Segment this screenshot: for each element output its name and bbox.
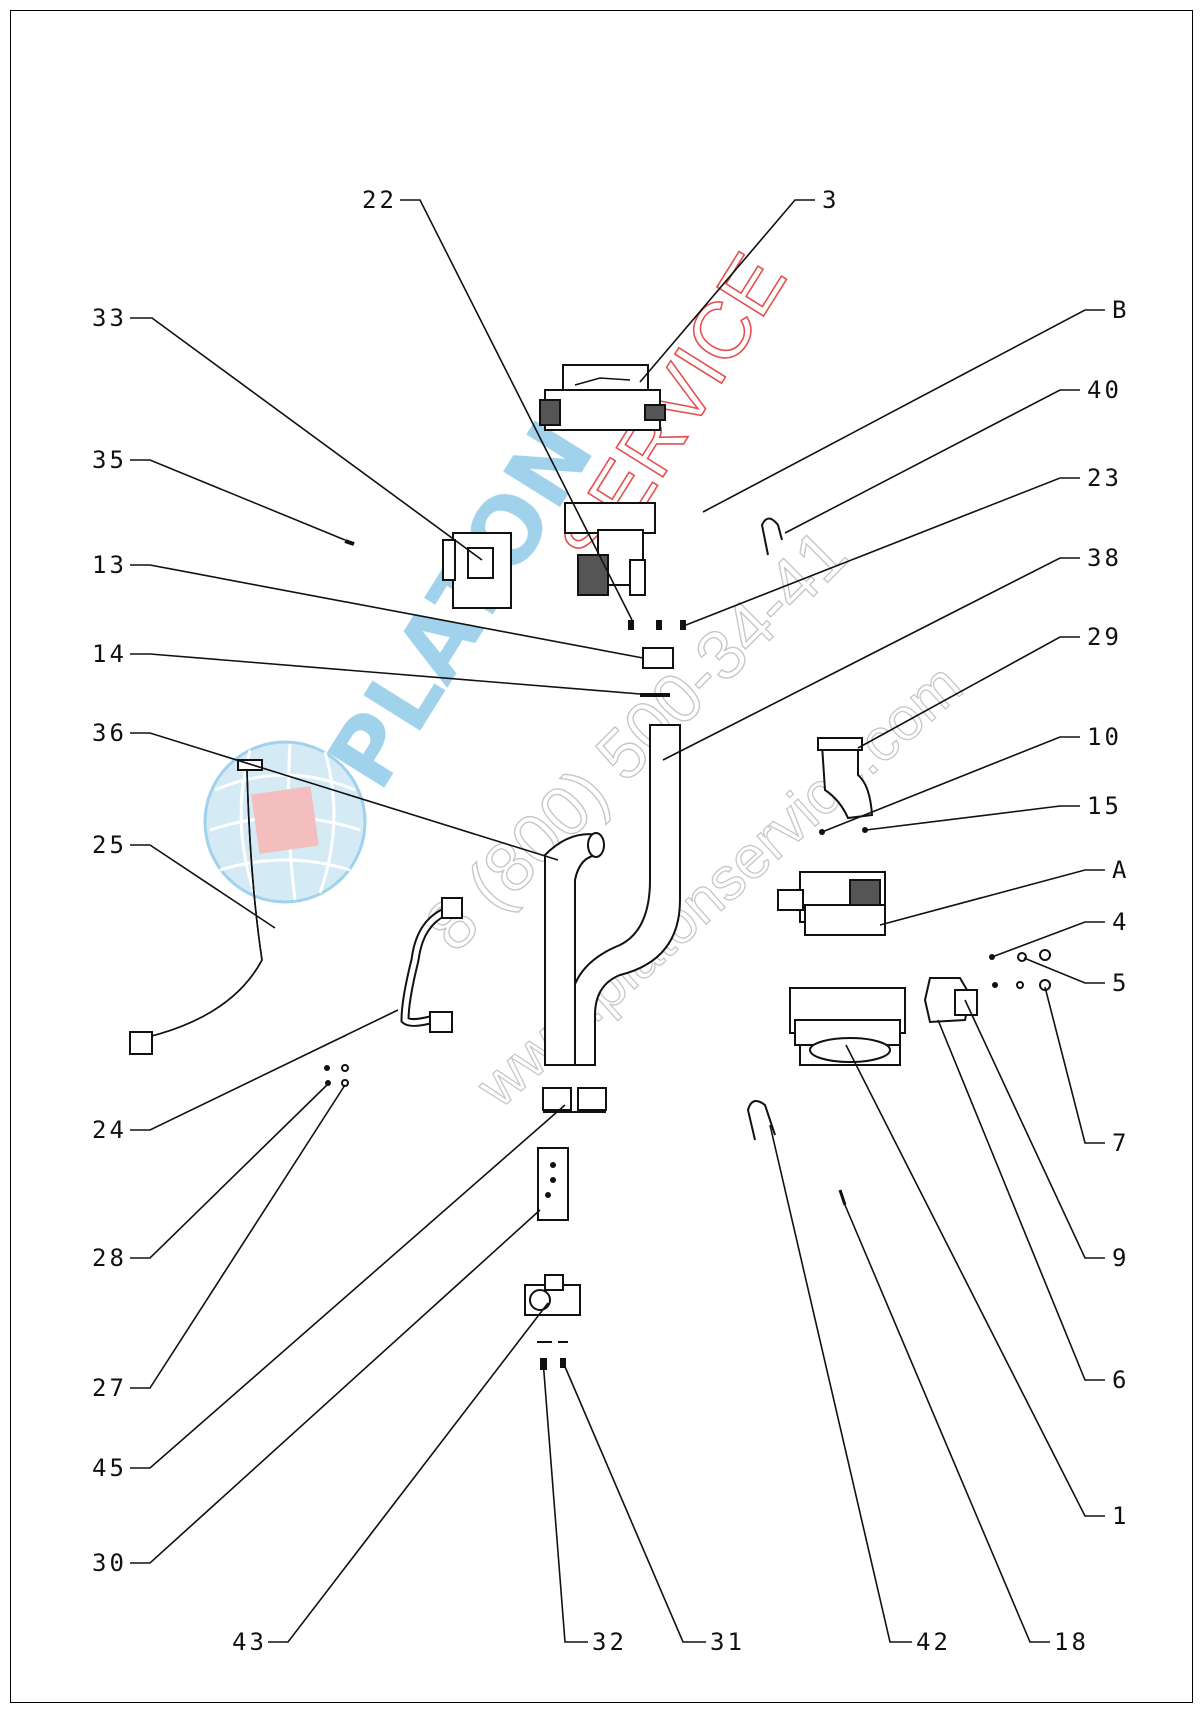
part-43-valve-body bbox=[524, 1274, 581, 1316]
part-24-hose bbox=[400, 897, 463, 1033]
part-33-module bbox=[442, 532, 512, 609]
callout-35: 35 bbox=[92, 446, 346, 541]
callout-28: 28 bbox=[92, 1083, 329, 1272]
part-29-elbow bbox=[817, 737, 874, 820]
callout-6: 6 bbox=[937, 1019, 1129, 1394]
part-22-23-screws bbox=[628, 620, 686, 630]
callout-label-13: 13 bbox=[92, 551, 127, 579]
callout-40: 40 bbox=[784, 376, 1122, 534]
callout-label-45: 45 bbox=[92, 1454, 127, 1482]
callout-9: 9 bbox=[964, 999, 1129, 1272]
part-35-small-pin bbox=[344, 539, 355, 546]
callout-5: 5 bbox=[1023, 957, 1129, 997]
callout-label-42: 42 bbox=[916, 1628, 951, 1656]
callout-label-33: 33 bbox=[92, 304, 127, 332]
callout-label-14: 14 bbox=[92, 640, 127, 668]
callout-label-29: 29 bbox=[1087, 623, 1122, 651]
callout-30: 30 bbox=[92, 1209, 541, 1577]
callout-label-35: 35 bbox=[92, 446, 127, 474]
callout-label-25: 25 bbox=[92, 831, 127, 859]
callout-label-a: A bbox=[1112, 856, 1129, 884]
callout-38: 38 bbox=[662, 544, 1122, 761]
watermark-globe-logo bbox=[203, 740, 367, 904]
callout-42: 42 bbox=[769, 1124, 951, 1656]
callout-14: 14 bbox=[92, 640, 641, 695]
callout-label-b: B bbox=[1112, 296, 1129, 324]
part-9-6-bracket bbox=[923, 977, 978, 1024]
callout-label-24: 24 bbox=[92, 1116, 127, 1144]
callout-4: 4 bbox=[991, 908, 1129, 958]
callout-label-5: 5 bbox=[1112, 969, 1129, 997]
callout-1: 1 bbox=[845, 1044, 1129, 1530]
callout-label-1: 1 bbox=[1112, 1502, 1129, 1530]
callout-25: 25 bbox=[92, 831, 276, 929]
callout-36: 36 bbox=[92, 719, 559, 861]
callout-29: 29 bbox=[857, 623, 1122, 749]
part-1-pump-motor bbox=[789, 987, 906, 1066]
part-18-pin bbox=[838, 1189, 847, 1206]
callout-45: 45 bbox=[92, 1104, 566, 1482]
callout-label-40: 40 bbox=[1087, 376, 1122, 404]
callout-label-31: 31 bbox=[710, 1628, 745, 1656]
callout-33: 33 bbox=[92, 304, 483, 561]
callout-3: 3 bbox=[639, 186, 839, 383]
callout-label-22: 22 bbox=[362, 186, 397, 214]
part-a-pump-unit bbox=[777, 871, 886, 936]
part-32-31-screws bbox=[537, 1341, 568, 1370]
part-13-block bbox=[642, 647, 674, 669]
part-42-hose-clip bbox=[746, 1100, 776, 1141]
callout-22: 22 bbox=[362, 186, 633, 621]
callout-label-23: 23 bbox=[1087, 464, 1122, 492]
part-40-hose-clip bbox=[760, 517, 783, 556]
callout-label-9: 9 bbox=[1112, 1244, 1129, 1272]
callout-15: 15 bbox=[865, 792, 1122, 831]
callout-label-28: 28 bbox=[92, 1244, 127, 1272]
callout-label-4: 4 bbox=[1112, 908, 1129, 936]
callout-label-30: 30 bbox=[92, 1549, 127, 1577]
callout-label-15: 15 bbox=[1087, 792, 1122, 820]
part-4-5-7-fasteners bbox=[989, 949, 1051, 991]
callout-label-43: 43 bbox=[232, 1628, 267, 1656]
callout-label-10: 10 bbox=[1087, 723, 1122, 751]
callout-43: 43 bbox=[232, 1302, 549, 1656]
callout-label-18: 18 bbox=[1054, 1628, 1089, 1656]
callout-label-27: 27 bbox=[92, 1374, 127, 1402]
callout-label-6: 6 bbox=[1112, 1366, 1129, 1394]
drawing-frame bbox=[10, 10, 1193, 1703]
part-45-caps bbox=[542, 1087, 607, 1113]
part-28-27-screws bbox=[324, 1064, 349, 1087]
part-38-hose bbox=[569, 724, 681, 1066]
callout-7: 7 bbox=[1044, 986, 1129, 1157]
callout-18: 18 bbox=[844, 1204, 1089, 1656]
part-3-pump-cover bbox=[539, 364, 666, 431]
callout-a: A bbox=[879, 856, 1129, 926]
part-25-inlet-hose bbox=[129, 759, 263, 1055]
callout-13: 13 bbox=[92, 551, 644, 659]
callout-31: 31 bbox=[562, 1361, 745, 1656]
callout-label-7: 7 bbox=[1112, 1129, 1129, 1157]
callout-b: B bbox=[702, 296, 1129, 513]
callout-24: 24 bbox=[92, 1009, 399, 1144]
part-36-hose-end bbox=[587, 832, 605, 858]
callout-23: 23 bbox=[685, 464, 1122, 626]
callout-27: 27 bbox=[92, 1084, 346, 1402]
callout-label-38: 38 bbox=[1087, 544, 1122, 572]
part-30-valve bbox=[537, 1147, 569, 1221]
callout-label-3: 3 bbox=[822, 186, 839, 214]
callout-label-32: 32 bbox=[592, 1628, 627, 1656]
callout-label-36: 36 bbox=[92, 719, 127, 747]
callout-10: 10 bbox=[821, 723, 1122, 833]
callout-32: 32 bbox=[542, 1359, 627, 1656]
